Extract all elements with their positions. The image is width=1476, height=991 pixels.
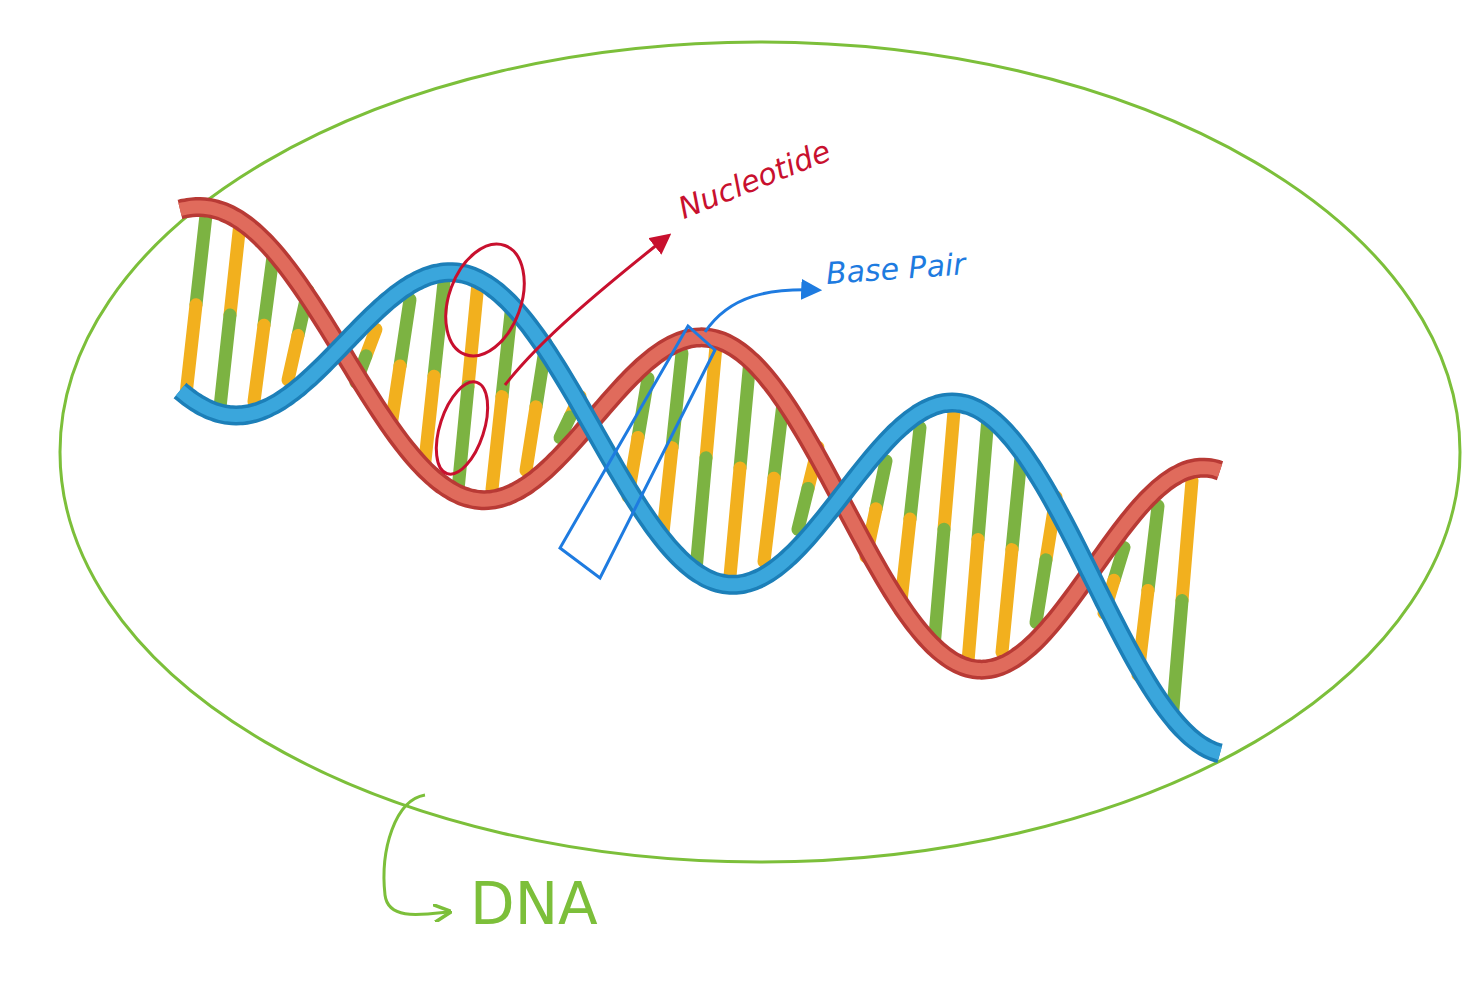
base-rung <box>764 478 774 561</box>
backbone-strand <box>180 272 1220 753</box>
base-rung <box>934 529 944 647</box>
base-rung <box>526 407 536 471</box>
nucleotide-ring <box>426 376 498 481</box>
base-rung <box>1148 506 1158 590</box>
leader-line <box>384 795 448 915</box>
base-rung <box>458 386 468 489</box>
base-rung <box>400 300 410 366</box>
base-rung <box>730 468 740 576</box>
backbone-strand <box>180 272 1220 753</box>
backbone-strand <box>180 207 1220 670</box>
base-rung <box>876 461 886 509</box>
part-label: Base Pair <box>825 246 967 292</box>
base-rung <box>798 488 808 529</box>
base-rung <box>196 215 206 305</box>
leader-line <box>705 290 818 332</box>
base-rung <box>186 305 196 395</box>
base-rung <box>1182 480 1192 600</box>
base-rung <box>910 427 920 519</box>
base-rung <box>468 283 478 386</box>
base-rung <box>1002 550 1012 653</box>
base-rung <box>696 458 706 570</box>
base-pair-box <box>560 326 715 578</box>
base-rung <box>492 397 502 490</box>
base-rung <box>288 335 298 380</box>
base-rung <box>434 282 444 376</box>
dna-outline <box>60 42 1460 862</box>
part-label: Nucleotide <box>673 133 835 227</box>
double-helix <box>180 207 1220 753</box>
base-rung <box>740 360 750 468</box>
nucleotide-ring <box>431 233 538 367</box>
base-rung <box>230 223 240 315</box>
leader-line <box>505 236 668 385</box>
base-rung <box>1036 560 1046 623</box>
base-rung <box>220 315 230 407</box>
base-rung <box>978 417 988 539</box>
base-rung <box>254 325 264 401</box>
base-rung <box>1172 601 1182 721</box>
title-label: DNA <box>470 870 598 940</box>
backbone-strand <box>180 207 1220 670</box>
base-rung <box>968 539 978 661</box>
base-rung <box>944 411 954 529</box>
